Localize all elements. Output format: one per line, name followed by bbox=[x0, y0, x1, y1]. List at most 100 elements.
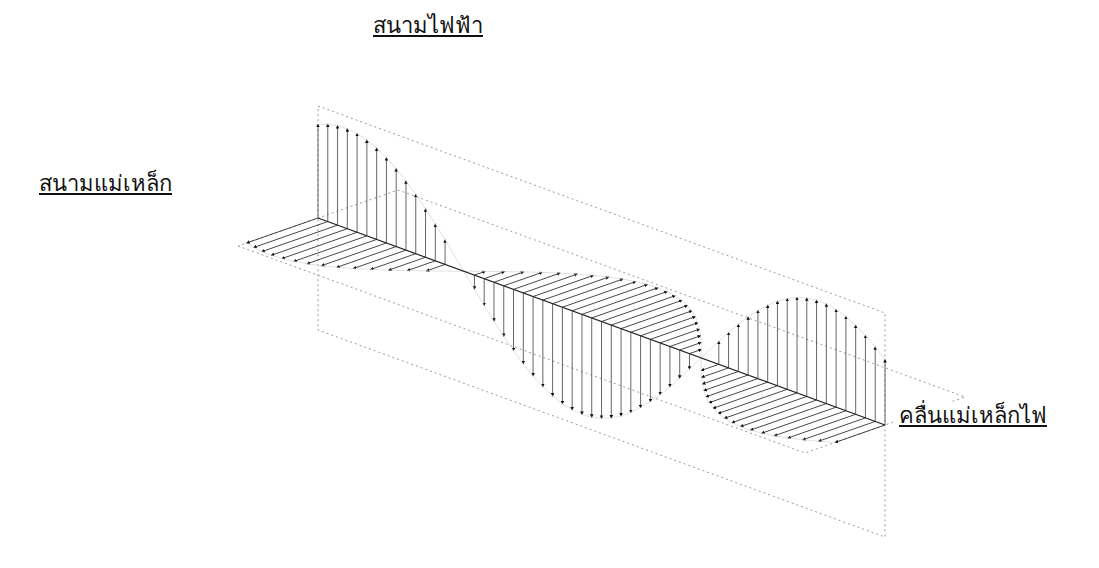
e-field-arrow bbox=[376, 148, 377, 239]
e-field-arrow bbox=[855, 325, 856, 414]
b-field-arrow bbox=[660, 329, 699, 343]
b-field-arrow bbox=[611, 300, 682, 325]
e-field-arrow bbox=[552, 304, 553, 396]
b-field-arrow bbox=[803, 418, 866, 440]
e-field-arrow bbox=[581, 314, 582, 414]
b-field-arrow bbox=[514, 273, 560, 289]
e-field-arrow bbox=[845, 317, 846, 411]
e-field-arrow bbox=[533, 297, 534, 376]
b-field-arrow bbox=[389, 257, 426, 270]
e-field-arrow bbox=[366, 140, 367, 236]
b-field-arrow bbox=[582, 288, 658, 315]
b-field-arrow bbox=[247, 218, 318, 243]
b-field-arrow bbox=[474, 271, 485, 275]
plane-outline bbox=[238, 190, 965, 453]
e-field-arrow bbox=[386, 158, 387, 243]
b-field-arrow bbox=[504, 272, 542, 285]
b-field-arrow bbox=[741, 400, 817, 427]
b-field-arrow bbox=[294, 236, 367, 261]
e-field-arrow bbox=[415, 194, 416, 253]
e-field-arrow bbox=[660, 343, 661, 395]
e-field-arrow bbox=[885, 360, 886, 425]
e-field-arrow bbox=[797, 297, 798, 392]
e-field-arrow bbox=[718, 341, 719, 364]
e-field-arrow bbox=[865, 335, 866, 417]
e-field-arrow bbox=[523, 293, 524, 364]
b-field-arrow bbox=[484, 272, 504, 279]
b-field-arrow bbox=[718, 389, 787, 413]
e-field-arrow bbox=[327, 124, 328, 221]
b-field-arrow bbox=[254, 222, 328, 248]
e-field-arrow bbox=[572, 311, 573, 410]
magnetic-field-arrows bbox=[247, 218, 885, 442]
e-field-arrow bbox=[806, 298, 807, 396]
e-field-arrow bbox=[836, 309, 837, 407]
b-field-arrow bbox=[562, 282, 635, 308]
b-field-arrow bbox=[725, 393, 798, 418]
field-label: สนามแม่เหล็ก bbox=[36, 170, 175, 199]
e-field-arrow bbox=[337, 126, 338, 226]
b-field-arrow bbox=[650, 323, 697, 340]
e-field-arrow bbox=[650, 339, 651, 401]
b-field-arrow bbox=[592, 292, 667, 318]
b-field-arrow bbox=[262, 225, 338, 251]
b-field-arrow bbox=[762, 407, 836, 433]
e-field-arrow bbox=[405, 181, 406, 250]
b-field-arrow bbox=[543, 277, 609, 300]
e-field-arrow bbox=[484, 279, 485, 306]
b-field-arrow bbox=[701, 364, 718, 370]
e-field-arrow bbox=[601, 322, 602, 419]
e-field-arrow bbox=[630, 332, 631, 412]
b-field-arrow bbox=[307, 239, 376, 263]
e-field-arrow bbox=[738, 324, 739, 371]
e-field-arrow bbox=[611, 325, 612, 418]
e-field-arrow bbox=[621, 329, 622, 416]
field-planes bbox=[238, 106, 965, 537]
b-field-arrow bbox=[602, 296, 676, 322]
electric-field-arrows bbox=[318, 124, 885, 425]
e-field-arrow bbox=[787, 299, 788, 390]
e-field-arrow bbox=[669, 346, 670, 386]
field-label: คลื่นแม่เหล็กไฟ bbox=[896, 402, 1050, 431]
b-field-arrow bbox=[706, 379, 758, 397]
b-field-arrow bbox=[371, 254, 416, 270]
e-field-arrow bbox=[767, 305, 768, 382]
b-field-arrow bbox=[774, 411, 846, 436]
e-field-arrow bbox=[748, 317, 749, 375]
b-field-arrow bbox=[703, 371, 739, 384]
b-field-arrow bbox=[713, 386, 777, 408]
wave-axis bbox=[318, 218, 885, 425]
e-field-arrow bbox=[445, 240, 446, 264]
b-field-arrow bbox=[282, 232, 357, 258]
e-field-arrow bbox=[542, 300, 543, 387]
b-field-arrow bbox=[704, 375, 748, 390]
e-field-arrow bbox=[679, 350, 680, 378]
e-field-arrow bbox=[396, 169, 397, 247]
b-field-arrow bbox=[621, 305, 687, 328]
b-field-arrow bbox=[835, 425, 885, 442]
e-field-arrow bbox=[728, 333, 729, 368]
e-field-arrow bbox=[357, 134, 358, 233]
e-field-arrow bbox=[562, 307, 563, 403]
b-field-arrow bbox=[353, 250, 406, 268]
b-field-arrow bbox=[572, 284, 647, 310]
e-field-arrow bbox=[777, 301, 778, 386]
b-field-arrow bbox=[271, 229, 347, 256]
e-field-arrow bbox=[503, 286, 504, 336]
b-field-arrow bbox=[689, 349, 701, 353]
e-field-arrow bbox=[875, 347, 876, 421]
e-field-arrow bbox=[689, 354, 690, 370]
e-field-arrow bbox=[435, 224, 436, 261]
e-field-arrow bbox=[513, 289, 514, 350]
e-field-arrow bbox=[757, 310, 758, 378]
b-field-arrow bbox=[322, 243, 387, 266]
e-field-arrow bbox=[425, 209, 426, 257]
b-field-arrow bbox=[631, 311, 692, 332]
propagation-axis bbox=[247, 124, 885, 442]
e-field-arrow bbox=[591, 318, 592, 417]
b-field-arrow bbox=[680, 343, 701, 350]
field-label: สนามไฟฟ้า bbox=[370, 12, 486, 41]
b-field-arrow bbox=[553, 279, 623, 304]
field-envelope bbox=[318, 124, 885, 418]
